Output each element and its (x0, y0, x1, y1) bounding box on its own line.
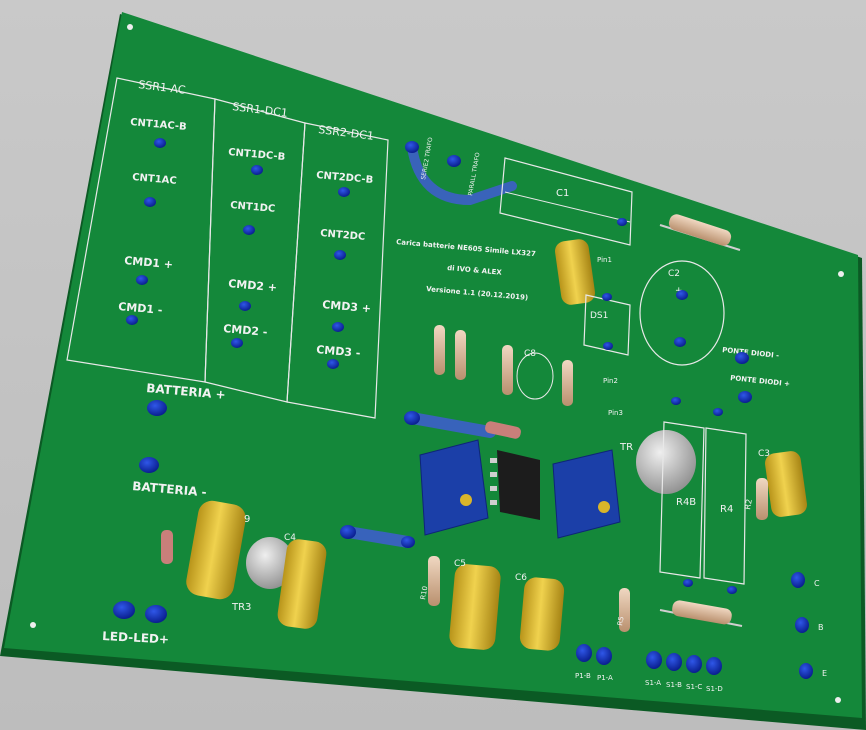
ds1-outline (583, 294, 631, 356)
label-r4b: R4B (676, 497, 696, 508)
pad-led-plus (145, 605, 167, 623)
ssr-connector-labels: CNT1AC-B CNT1AC CMD1 + CMD1 - CNT1DC-B C… (118, 117, 374, 360)
label-pin1: Pin1 (597, 256, 612, 264)
svg-text:CNT2DC-B: CNT2DC-B (316, 170, 374, 186)
label-tr: TR (619, 442, 633, 453)
resistor-bottom-right (672, 600, 732, 625)
trimmer-right (552, 449, 621, 539)
label-c3: C3 (758, 449, 770, 459)
capacitor-c5 (449, 564, 501, 650)
svg-text:CMD2 +: CMD2 + (228, 277, 278, 294)
svg-text:CNT1DC: CNT1DC (230, 200, 276, 215)
label-pin3: Pin3 (608, 409, 623, 417)
svg-text:CMD1 -: CMD1 - (118, 300, 163, 317)
transistor-tr3 (246, 537, 294, 589)
label-p1-a: P1-A (597, 674, 613, 682)
capacitor-c6 (519, 577, 565, 651)
transistor-tr (636, 430, 696, 494)
label-led: LED-LED+ (102, 629, 170, 646)
ssr-outlines (66, 77, 389, 419)
mounting-hole (835, 697, 841, 703)
label-tr3: TR3 (231, 602, 251, 613)
svg-text:CNT1DC-B: CNT1DC-B (228, 147, 286, 163)
capacitor-c7 (555, 239, 595, 305)
label-s1-a: S1-A (645, 679, 661, 687)
mounting-hole (30, 622, 36, 628)
label-c2: C2 (668, 269, 680, 279)
label-ds1: DS1 (590, 311, 608, 321)
trafo-trace (407, 142, 517, 206)
label-p1-b: P1-B (575, 672, 591, 680)
svg-text:CMD2 -: CMD2 - (223, 322, 268, 339)
svg-text:CNT2DC: CNT2DC (320, 228, 366, 243)
c8-outline (516, 352, 554, 400)
resistor-top-right (668, 214, 732, 246)
block-label-ssr1-ac: SSR1-AC (138, 78, 187, 97)
label-right-c: C (814, 579, 820, 588)
ic-dip8 (497, 450, 540, 520)
label-right-e: E (822, 669, 827, 678)
mounting-hole (127, 24, 133, 30)
ic-pins (490, 458, 497, 505)
resistors-mid (434, 325, 573, 406)
label-batteria-plus: BATTERIA + (146, 381, 226, 402)
c1-outline (499, 157, 633, 246)
pad-batteria-plus (147, 400, 167, 416)
label-right-b: B (818, 623, 824, 632)
label-c1: C1 (556, 188, 569, 199)
capacitor-c4 (277, 539, 327, 629)
capacitor-c9 (186, 500, 246, 600)
svg-text:CMD3 +: CMD3 + (322, 298, 372, 315)
pad-led-minus (113, 601, 135, 619)
label-r5: R5 (616, 616, 625, 627)
ssr-pads (126, 138, 350, 369)
label-r2: R2 (743, 498, 754, 510)
label-pin2: Pin2 (603, 377, 618, 385)
pad-trafo-parallel (447, 155, 461, 167)
label-batteria-minus: BATTERIA - (132, 479, 207, 499)
label-s1-c: S1-C (686, 683, 702, 691)
resistor-r10 (428, 556, 440, 606)
svg-text:CNT1AC-B: CNT1AC-B (130, 117, 187, 133)
pad-trafo-serie (405, 141, 419, 153)
resistor-left-small (161, 530, 173, 564)
trimmer-left (419, 439, 489, 536)
svg-text:CNT1AC: CNT1AC (132, 172, 177, 187)
label-c8: C8 (524, 349, 536, 359)
label-s1-b: S1-B (666, 681, 682, 689)
r4-outline (703, 427, 747, 585)
resistor-r5 (619, 588, 630, 632)
label-s1-d: S1-D (706, 685, 723, 693)
pad-batteria-minus (139, 457, 159, 473)
mounting-hole (838, 271, 844, 277)
resistor-small-red (485, 421, 521, 439)
label-r4: R4 (720, 504, 733, 515)
pad-c1 (617, 218, 627, 226)
label-c5: C5 (454, 559, 466, 569)
capacitor-c3 (765, 451, 807, 517)
resistor-r2 (756, 478, 768, 520)
label-c4: C4 (284, 533, 296, 543)
label-c9: 9 (244, 514, 250, 525)
c2-outline (639, 260, 725, 366)
svg-text:CMD3 -: CMD3 - (316, 343, 361, 360)
label-r10: R10 (419, 585, 429, 600)
label-c6: C6 (515, 573, 527, 583)
svg-text:CMD1 +: CMD1 + (124, 254, 174, 271)
r4b-outline (659, 421, 705, 579)
